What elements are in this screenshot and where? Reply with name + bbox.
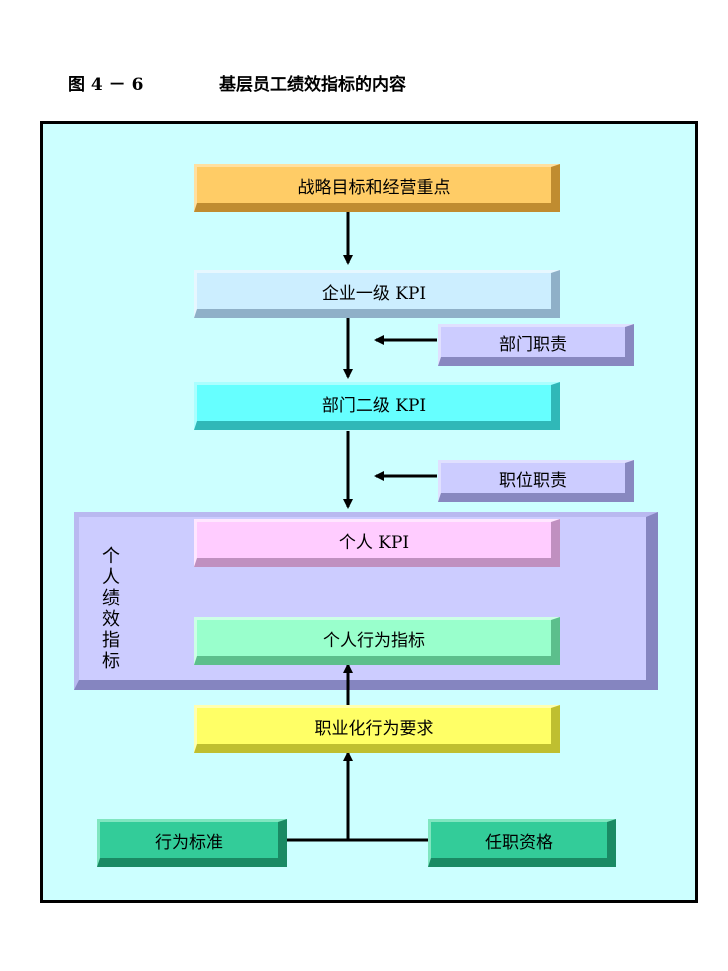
personal-kpi-box: 个人 KPI (194, 519, 560, 567)
figure-number: 图 4 － 6 (68, 75, 144, 95)
position-duties-box: 职位职责 (438, 460, 634, 502)
group-label-char: 人 (102, 567, 120, 588)
group-label-char: 标 (102, 651, 120, 672)
personal-behavior-box: 个人行为指标 (194, 617, 560, 665)
strategic-goals-box: 战略目标和经营重点 (194, 164, 560, 212)
dept-kpi-box: 部门二级 KPI (194, 382, 560, 430)
enterprise-kpi-box: 企业一级 KPI (194, 270, 560, 318)
group-label-char: 个 (102, 546, 120, 567)
dept-duties-box: 部门职责 (438, 324, 634, 366)
figure-title: 基层员工绩效指标的内容 (219, 75, 406, 95)
behavior-standard-box: 行为标准 (97, 819, 287, 867)
group-label-char: 指 (102, 630, 120, 651)
group-label-char: 效 (102, 609, 120, 630)
group-label: 个 人 绩 效 指 标 (99, 546, 123, 672)
group-label-char: 绩 (102, 588, 120, 609)
professional-req-box: 职业化行为要求 (194, 705, 560, 753)
job-qualification-box: 任职资格 (428, 819, 616, 867)
